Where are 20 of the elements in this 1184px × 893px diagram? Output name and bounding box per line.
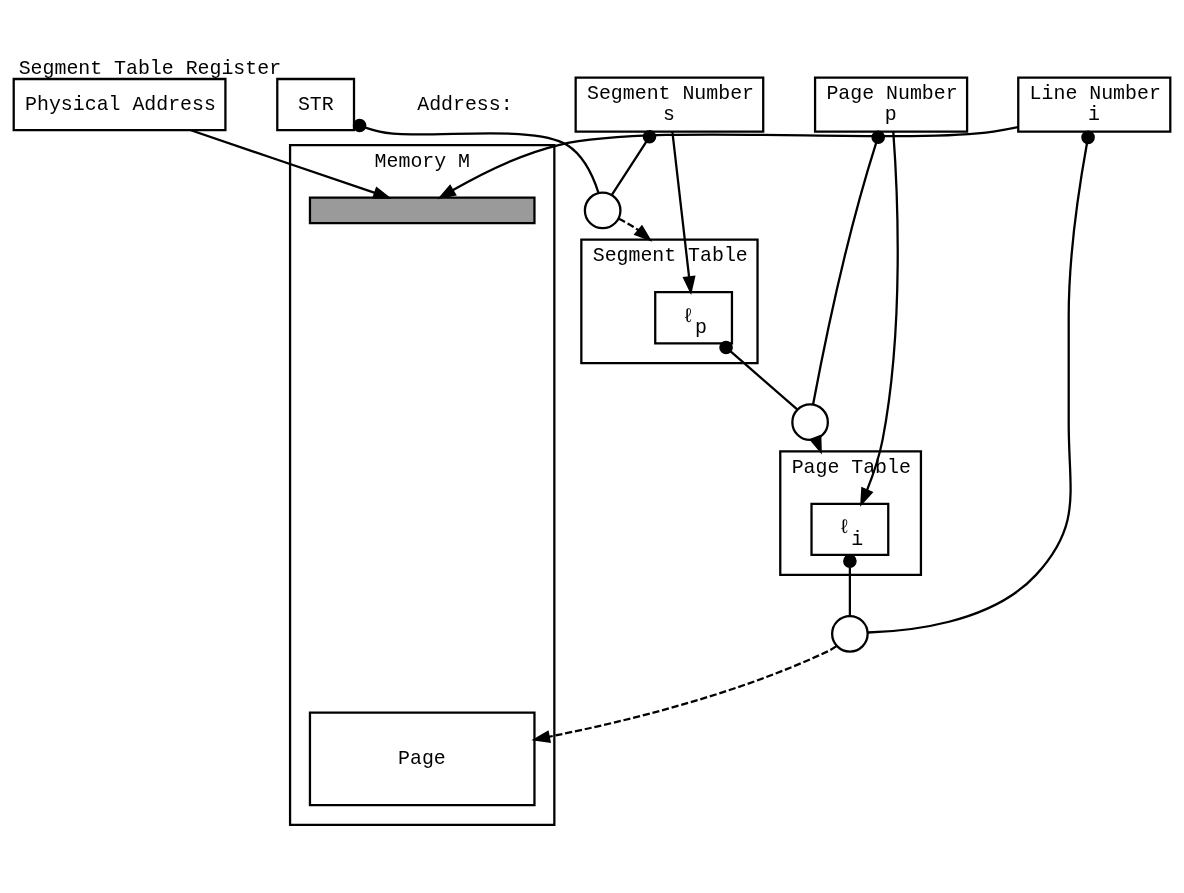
arrow	[671, 131, 696, 295]
node-box: STR	[276, 77, 356, 131]
node-box: Page	[308, 711, 536, 806]
node-box: Physical Address	[12, 77, 227, 131]
node-label: Segment Table Register	[18, 56, 282, 80]
node-circle	[831, 614, 869, 653]
node-box: Line Number i	[1017, 75, 1172, 133]
node-box: Segment Number s	[574, 75, 765, 133]
connector	[352, 118, 600, 193]
connector	[719, 340, 798, 410]
connector	[843, 553, 857, 616]
arrow	[531, 644, 838, 743]
arrow	[190, 128, 392, 199]
arrow	[437, 125, 1019, 199]
arrow	[618, 217, 653, 242]
node-bar	[308, 196, 536, 224]
arrow	[809, 434, 822, 454]
node-box: Page Number p	[813, 75, 969, 133]
node-circle	[583, 191, 622, 229]
label: Address:	[417, 92, 513, 116]
